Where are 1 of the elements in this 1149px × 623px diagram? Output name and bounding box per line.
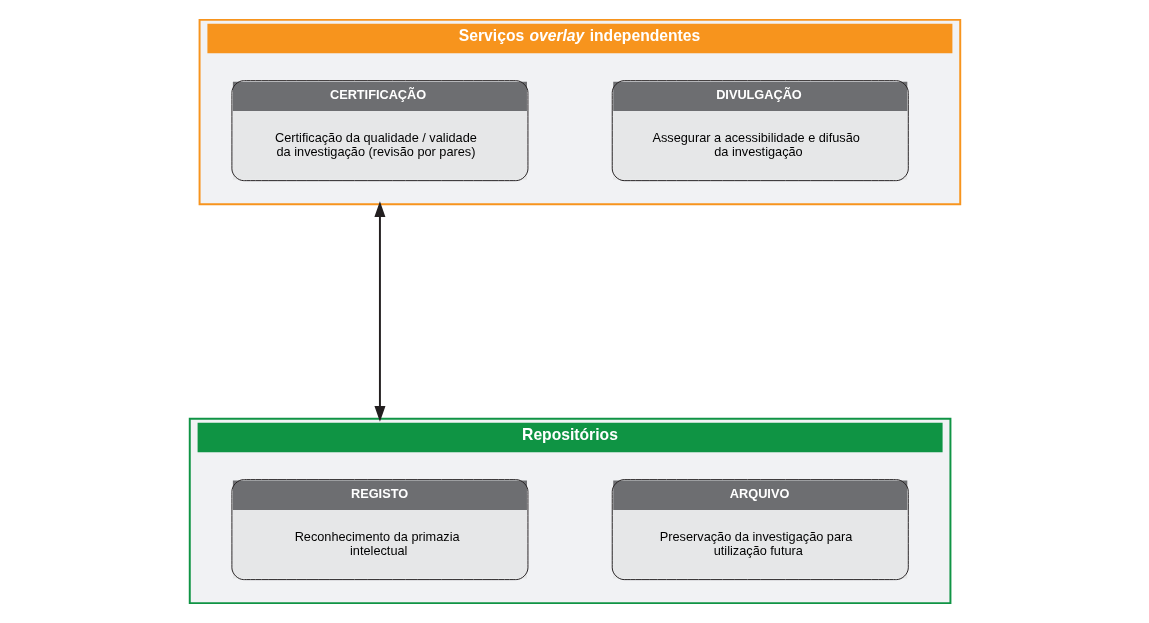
arrow [373,201,385,422]
